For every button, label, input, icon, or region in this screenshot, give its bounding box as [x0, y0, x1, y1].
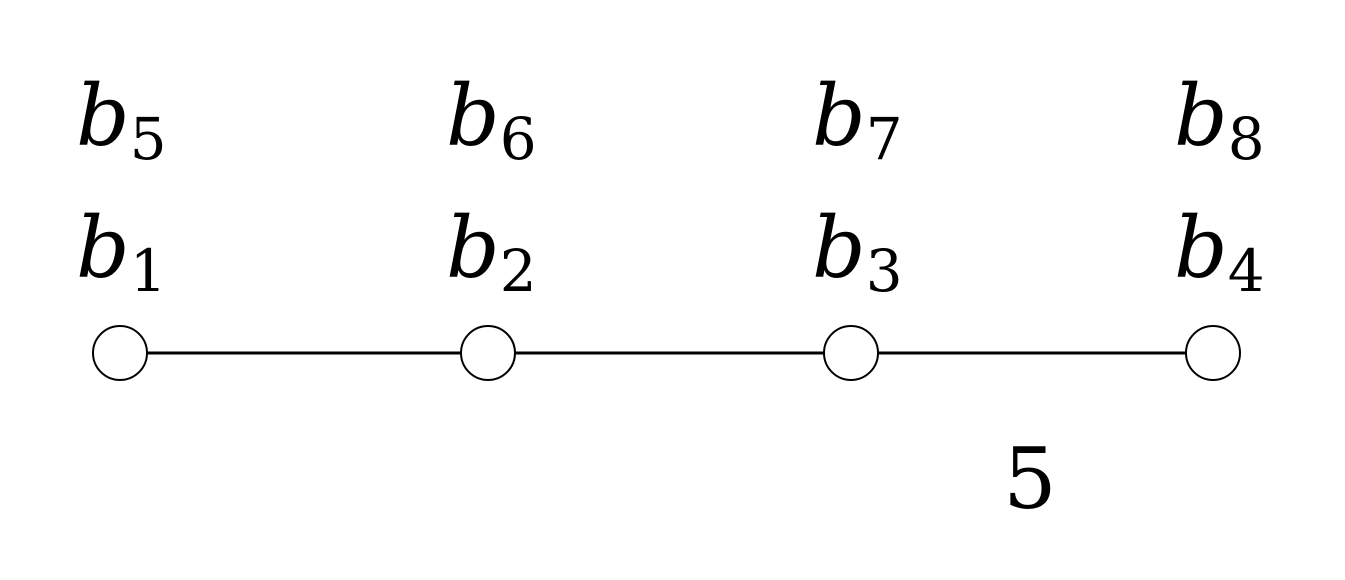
node-1 [92, 325, 148, 381]
node-1-label-top: b5 [76, 67, 167, 173]
node-2-label-top: b6 [446, 67, 537, 173]
node-4 [1185, 325, 1241, 381]
node-4-label-bottom: b4 [1174, 199, 1265, 305]
node-3 [823, 325, 879, 381]
edge-3-4-label: 5 [1003, 430, 1056, 528]
node-4-label-top: b8 [1174, 67, 1265, 173]
node-3-label-top: b7 [812, 67, 903, 173]
node-2-label-bottom: b2 [446, 199, 537, 305]
node-2 [460, 325, 516, 381]
node-1-label-bottom: b1 [76, 199, 167, 305]
node-3-label-bottom: b3 [812, 199, 903, 305]
